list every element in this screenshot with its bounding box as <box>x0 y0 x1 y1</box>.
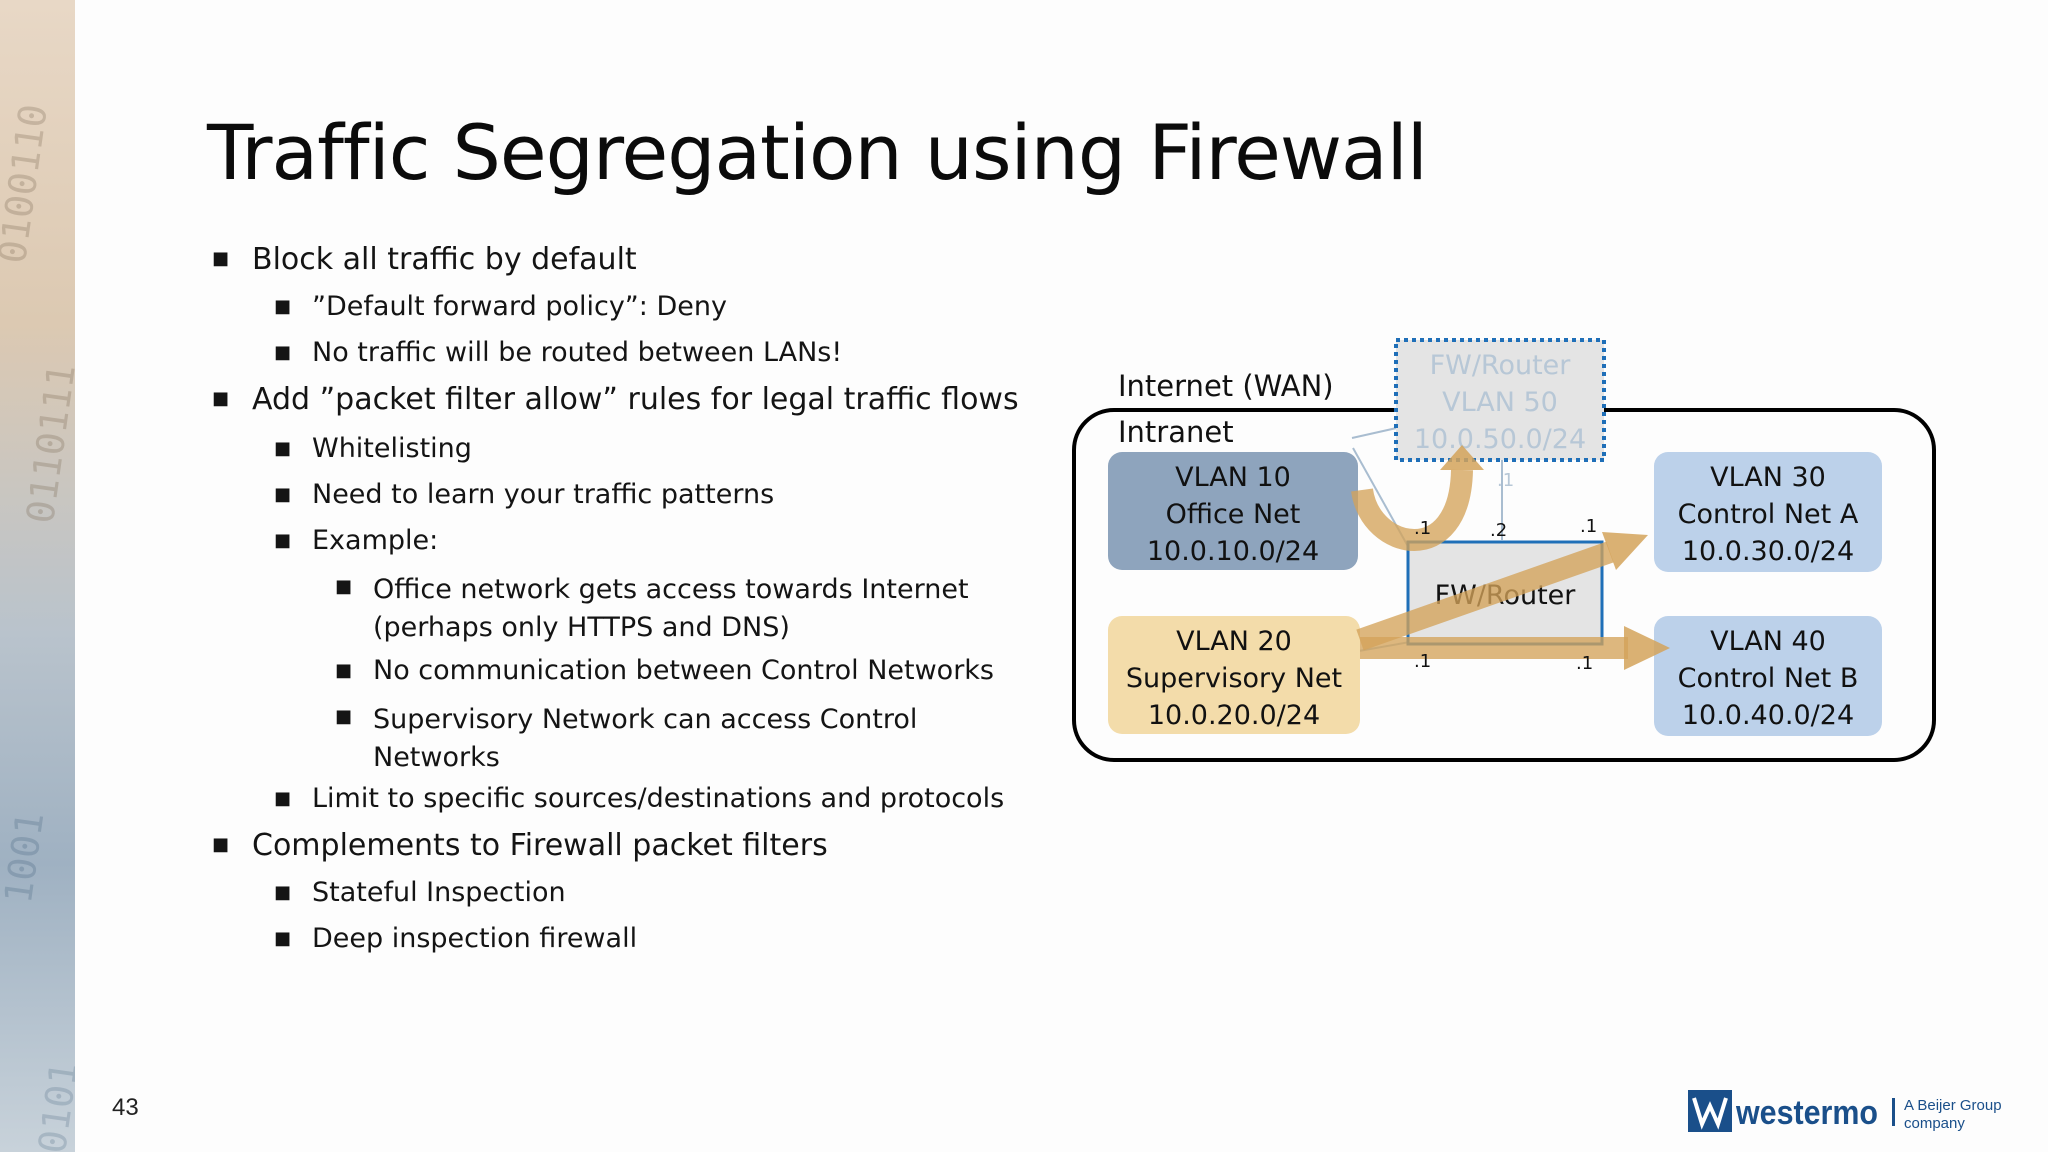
bullet-marker: ■ <box>335 660 353 681</box>
vlan10-box <box>1108 452 1358 570</box>
bullet-marker: ■ <box>335 706 353 727</box>
vlan30-line-1: VLAN 30 <box>1710 462 1826 493</box>
bullet-item-level-3: ■ No communication between Control Networ… <box>335 655 994 686</box>
wan-router-box <box>1394 338 1606 462</box>
flow-supervisory-to-control-a <box>1356 541 1614 651</box>
bullet-item-level-2: ■ Limit to specific sources/destinations … <box>274 783 1005 814</box>
bullet-text: Example: <box>312 525 439 556</box>
slide-title: Traffic Segregation using Firewall <box>207 108 1428 197</box>
bullet-text: Complements to Firewall packet filters <box>252 828 828 863</box>
bullet-text-line: Office network gets access towards Inter… <box>373 574 969 605</box>
bullet-text: ”Default forward policy”: Deny <box>312 291 727 322</box>
vlan30-line-2: Control Net A <box>1678 499 1859 530</box>
vlan40-box <box>1654 616 1882 736</box>
vlan40-line-2: Control Net B <box>1678 663 1859 694</box>
bullet-marker: ■ <box>212 834 230 855</box>
vlan40-line-1: VLAN 40 <box>1710 626 1826 657</box>
bullet-item-level-1: ■ Block all traffic by default <box>212 242 637 277</box>
bullet-item-level-1: ■ Add ”packet filter allow” rules for leg… <box>212 382 1019 417</box>
vlan30-box <box>1654 452 1882 572</box>
bullet-text: Deep inspection firewall <box>312 923 638 954</box>
traffic-flow-arrows <box>1351 469 1628 659</box>
flow-office-to-internet <box>1351 469 1473 551</box>
decorative-sidebar-image: 0100110 0110111 1001 0101 <box>0 0 75 1152</box>
logo-divider <box>1892 1098 1895 1126</box>
bullet-text: Stateful Inspection <box>312 877 566 908</box>
logo-mark-w <box>1692 1097 1728 1130</box>
bullet-item-level-2: ■ Example: <box>274 525 439 556</box>
bullet-item-level-2: ■ No traffic will be routed between LANs! <box>274 337 843 368</box>
flow-arrowheads <box>1440 445 1670 670</box>
vlan20-line-1: VLAN 20 <box>1176 626 1292 657</box>
logo-mark <box>1688 1090 1732 1132</box>
bullet-marker: ■ <box>274 484 292 505</box>
bullet-text: Limit to specific sources/destinations a… <box>312 783 1005 814</box>
vlan20-line-3: 10.0.20.0/24 <box>1148 700 1320 731</box>
bullet-text: Whitelisting <box>312 433 472 464</box>
logo-tagline-1: A Beijer Group <box>1904 1097 2002 1114</box>
bullet-marker: ■ <box>274 438 292 459</box>
ip-label-4: .1 <box>1580 516 1597 537</box>
ip-label-5: .1 <box>1414 651 1431 672</box>
bullet-marker: ■ <box>274 882 292 903</box>
bullet-item-level-2: ■ Whitelisting <box>274 433 472 464</box>
bullet-text-line: (perhaps only HTTPS and DNS) <box>373 612 790 643</box>
bullet-marker: ■ <box>274 928 292 949</box>
logo-brand: westermo <box>1735 1094 1878 1132</box>
vlan10-line-2: Office Net <box>1166 499 1301 530</box>
bullet-item-level-2: ■ Deep inspection firewall <box>274 923 638 954</box>
bullet-marker: ■ <box>335 576 353 597</box>
bullet-item-level-1: ■ Complements to Firewall packet filters <box>212 828 828 863</box>
vlan40-line-3: 10.0.40.0/24 <box>1682 700 1854 731</box>
ip-label-3: .2 <box>1490 520 1507 541</box>
bullet-marker: ■ <box>274 788 292 809</box>
wan-router-line-2: VLAN 50 <box>1442 387 1558 418</box>
vlan30-line-3: 10.0.30.0/24 <box>1682 536 1854 567</box>
ip-label-2: .1 <box>1497 470 1514 491</box>
bullet-marker: ■ <box>274 296 292 317</box>
bullet-item-level-3: ■ Office network gets access towards Inte… <box>335 571 969 647</box>
bullet-text: Need to learn your traffic patterns <box>312 479 775 510</box>
bullet-item-level-2: ■ Stateful Inspection <box>274 877 566 908</box>
ip-label-6: .1 <box>1576 653 1593 674</box>
wan-router-line-1: FW/Router <box>1430 350 1572 381</box>
ip-label-1: .1 <box>1414 518 1431 539</box>
vlan10-line-1: VLAN 10 <box>1175 462 1291 493</box>
wan-router-line-3: 10.0.50.0/24 <box>1414 424 1586 455</box>
bullet-text: Block all traffic by default <box>252 242 637 277</box>
vlan20-box <box>1108 616 1360 734</box>
bullet-text-line: Networks <box>373 742 500 773</box>
bullet-item-level-2: ■ Need to learn your traffic patterns <box>274 479 775 510</box>
bullet-text: No traffic will be routed between LANs! <box>312 337 843 368</box>
bullet-marker: ■ <box>274 530 292 551</box>
vlan10-line-3: 10.0.10.0/24 <box>1147 536 1319 567</box>
bullet-text: Add ”packet filter allow” rules for lega… <box>252 382 1019 417</box>
network-diagram: Internet (WAN) Intranet FW/Router VLAN 5… <box>1070 330 1970 780</box>
wan-label: Internet (WAN) <box>1118 369 1334 403</box>
bullet-text: No communication between Control Network… <box>373 655 994 686</box>
westermo-logo: westermo A Beijer Group company <box>1688 1086 2008 1136</box>
bullet-marker: ■ <box>212 248 230 269</box>
bullet-marker: ■ <box>212 388 230 409</box>
bullet-marker: ■ <box>274 342 292 363</box>
bullet-text-line: Supervisory Network can access Control <box>373 704 918 735</box>
bullet-list: ■ Block all traffic by default ■ ”Default f… <box>0 0 1019 1000</box>
page-number: 43 <box>112 1094 139 1121</box>
bullet-item-level-2: ■ ”Default forward policy”: Deny <box>274 291 727 322</box>
vlan20-line-2: Supervisory Net <box>1126 663 1342 694</box>
intranet-label: Intranet <box>1118 415 1234 449</box>
logo-tagline-2: company <box>1904 1115 1965 1132</box>
